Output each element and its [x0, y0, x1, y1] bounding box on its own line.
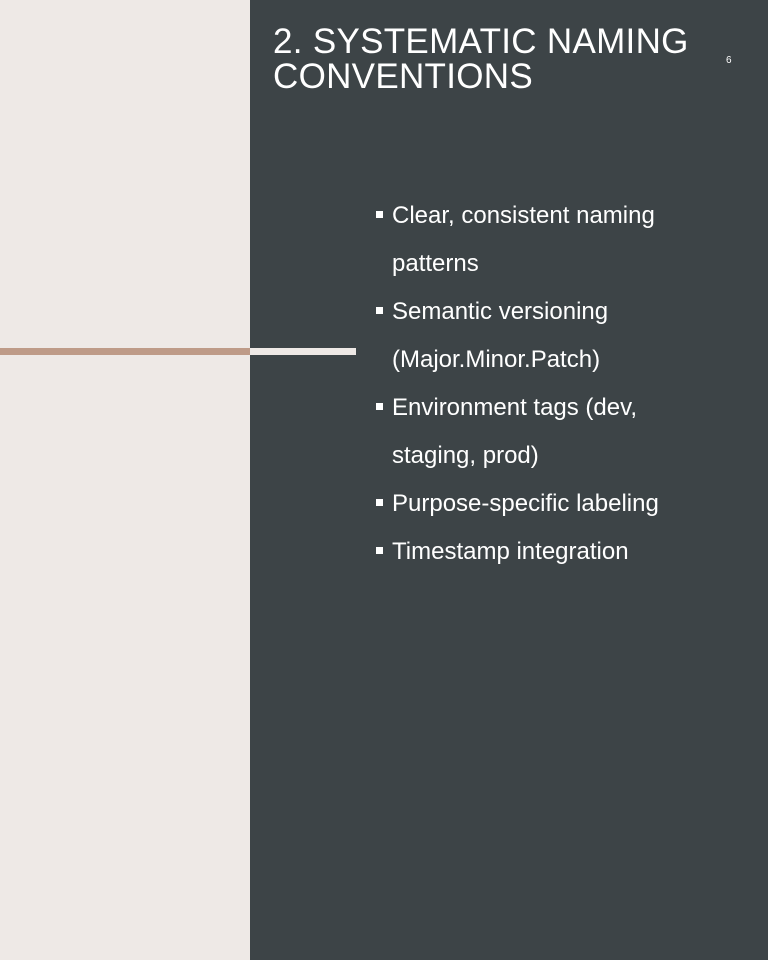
- square-bullet-icon: [376, 547, 383, 554]
- bullet-item-naming-patterns: Clear, consistent naming patterns: [376, 192, 706, 288]
- accent-line-right: [250, 348, 356, 355]
- bullet-item-environment-tags: Environment tags (dev, staging, prod): [376, 384, 706, 480]
- slide-number: 6: [726, 55, 732, 66]
- square-bullet-icon: [376, 211, 383, 218]
- left-panel: [0, 0, 250, 960]
- square-bullet-icon: [376, 499, 383, 506]
- bullet-text: Clear, consistent naming patterns: [392, 202, 655, 277]
- slide-title: 2. SYSTEMATIC NAMING CONVENTIONS: [273, 22, 689, 96]
- right-panel: [250, 0, 768, 960]
- accent-line-left: [0, 348, 250, 355]
- bullet-text: Purpose-specific labeling: [392, 490, 659, 517]
- bullet-text: Timestamp integration: [392, 538, 629, 565]
- bullet-item-purpose-labeling: Purpose-specific labeling: [376, 480, 706, 528]
- bullet-text: Environment tags (dev, staging, prod): [392, 394, 638, 469]
- bullet-item-semantic-versioning: Semantic versioning (Major.Minor.Patch): [376, 288, 706, 384]
- bullet-text: Semantic versioning (Major.Minor.Patch): [392, 298, 609, 373]
- bullet-list: Clear, consistent naming patterns Semant…: [376, 192, 706, 576]
- bullet-item-timestamp-integration: Timestamp integration: [376, 528, 706, 576]
- square-bullet-icon: [376, 403, 383, 410]
- square-bullet-icon: [376, 307, 383, 314]
